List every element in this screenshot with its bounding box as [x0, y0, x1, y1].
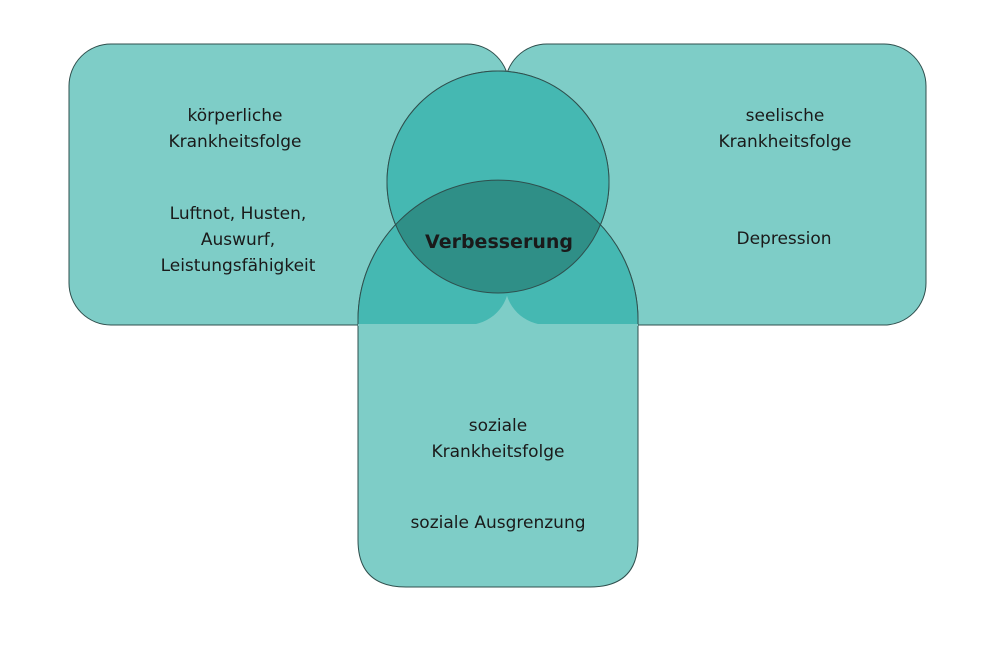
physical-detail-line3: Leistungsfähigkeit — [161, 256, 316, 276]
mental-detail: Depression — [736, 229, 831, 249]
physical-detail-line1: Luftnot, Husten, — [170, 204, 307, 224]
center-improvement-label: Verbesserung — [425, 231, 573, 253]
social-detail: soziale Ausgrenzung — [410, 513, 585, 533]
physical-detail-line2: Auswurf, — [201, 230, 275, 250]
social-title-line1: soziale — [469, 416, 528, 436]
social-arch-outline — [357, 179, 639, 325]
social-title-line2: Krankheitsfolge — [431, 442, 564, 462]
physical-title-line1: körperliche — [188, 106, 283, 126]
mental-title-line1: seelische — [746, 106, 825, 126]
top-circle-outline — [386, 70, 610, 294]
mental-title-line2: Krankheitsfolge — [718, 132, 851, 152]
physical-title-line2: Krankheitsfolge — [168, 132, 301, 152]
